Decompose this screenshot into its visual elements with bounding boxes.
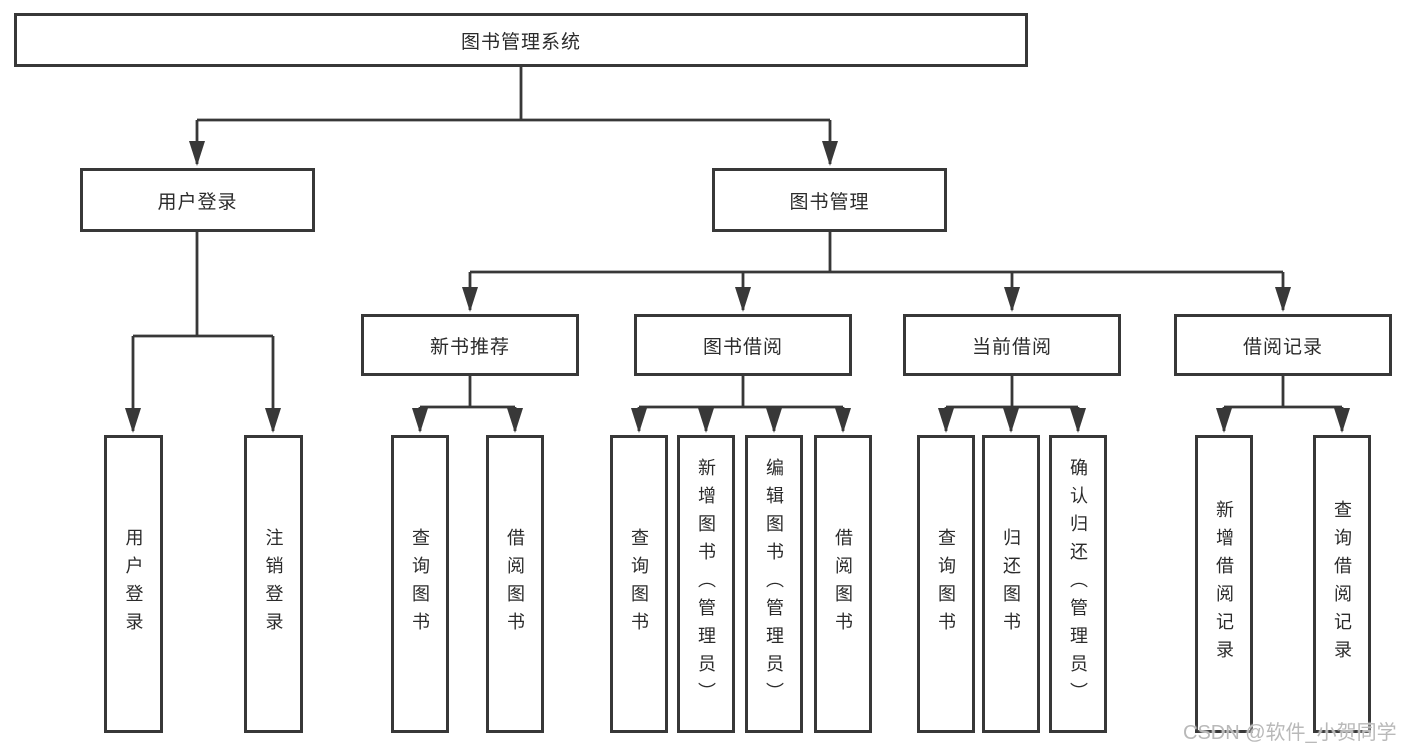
- node-current-borrowing-label: 当前借阅: [971, 336, 1052, 358]
- leaf-query-books-borrowing-label: 查询图书: [629, 528, 649, 640]
- leaf-query-borrow-record: 查询借阅记录: [1313, 435, 1371, 733]
- node-root-system-label: 图书管理系统: [460, 31, 581, 53]
- leaf-query-books-recommend-label: 查询图书: [410, 528, 430, 640]
- node-new-book-recommendation-label: 新书推荐: [429, 336, 510, 358]
- leaf-borrow-books: 借阅图书: [814, 435, 872, 733]
- leaf-query-books-borrowing: 查询图书: [610, 435, 668, 733]
- node-book-borrowing-label: 图书借阅: [702, 336, 783, 358]
- leaf-return-books: 归还图书: [982, 435, 1040, 733]
- leaf-edit-books-admin-label: 编辑图书（管理员）: [764, 458, 784, 710]
- leaf-query-books-current: 查询图书: [917, 435, 975, 733]
- leaf-query-books-current-label: 查询图书: [936, 528, 956, 640]
- node-user-login: 用户登录: [80, 168, 315, 232]
- watermark: CSDN @软件_小贺同学: [1183, 722, 1397, 744]
- node-book-management: 图书管理: [712, 168, 947, 232]
- leaf-add-borrow-record-label: 新增借阅记录: [1214, 500, 1234, 668]
- leaf-confirm-return-admin: 确认归还（管理员）: [1049, 435, 1107, 733]
- leaf-add-books-admin-label: 新增图书（管理员）: [696, 458, 716, 710]
- leaf-query-books-recommend: 查询图书: [391, 435, 449, 733]
- leaf-logout: 注销登录: [244, 435, 303, 733]
- leaf-borrow-books-label: 借阅图书: [833, 528, 853, 640]
- leaf-borrow-books-recommend-label: 借阅图书: [505, 528, 525, 640]
- leaf-edit-books-admin: 编辑图书（管理员）: [745, 435, 803, 733]
- node-book-borrowing: 图书借阅: [634, 314, 852, 376]
- node-root-system: 图书管理系统: [14, 13, 1028, 67]
- leaf-user-login: 用户登录: [104, 435, 163, 733]
- node-borrowing-records-label: 借阅记录: [1242, 336, 1323, 358]
- node-new-book-recommendation: 新书推荐: [361, 314, 579, 376]
- leaf-logout-label: 注销登录: [263, 528, 284, 640]
- leaf-add-books-admin: 新增图书（管理员）: [677, 435, 735, 733]
- leaf-return-books-label: 归还图书: [1001, 528, 1021, 640]
- node-current-borrowing: 当前借阅: [903, 314, 1121, 376]
- leaf-query-borrow-record-label: 查询借阅记录: [1332, 500, 1352, 668]
- leaf-borrow-books-recommend: 借阅图书: [486, 435, 544, 733]
- node-book-management-label: 图书管理: [789, 191, 870, 213]
- leaf-user-login-label: 用户登录: [123, 528, 144, 640]
- node-borrowing-records: 借阅记录: [1174, 314, 1392, 376]
- leaf-confirm-return-admin-label: 确认归还（管理员）: [1068, 458, 1088, 710]
- leaf-add-borrow-record: 新增借阅记录: [1195, 435, 1253, 733]
- node-user-login-label: 用户登录: [157, 191, 238, 213]
